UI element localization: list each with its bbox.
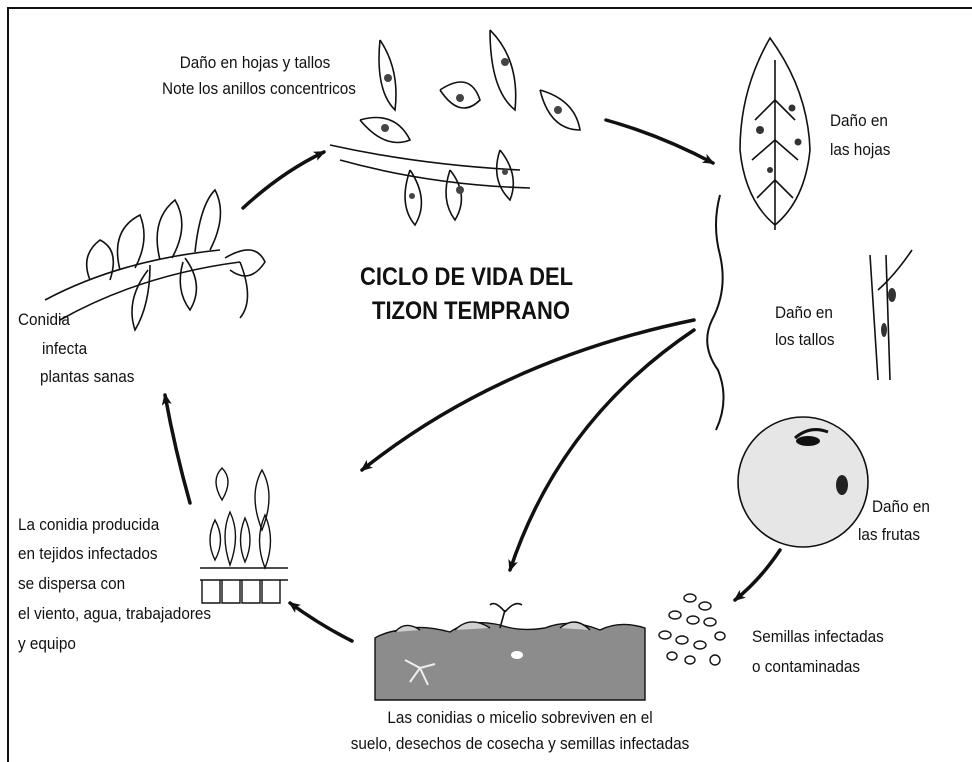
stem-damage-label-line2: los tallos [775,330,835,349]
infection-label-line1: Conidia [18,310,70,329]
leaf-stem-damage-label-line2: Note los anillos concentricos [162,79,356,98]
leaf-damage-label-line1: Daño en [830,111,888,130]
infection-label-line3: plantas sanas [40,367,135,386]
survival-label-line1: Las conidias o micelio sobreviven en el [387,708,653,727]
stem-lesion-2 [888,288,896,302]
dispersal-label-line3: se dispersa con [18,574,126,593]
arrow-dispersal-to-infection [161,393,192,505]
leaf-lesions [756,104,802,173]
conidia-drawing [200,467,288,604]
arrow-soil-to-dispersal [288,601,354,643]
arrow-foliage-to-leaf [604,118,715,165]
leaf-stem-damage-label-line1: Daño en hojas y tallos [179,53,331,72]
dispersal-label-line5: y equipo [18,634,76,653]
survival-label-line2: suelo, desechos de cosecha y semillas in… [350,734,690,753]
healthy-plant-drawing [44,188,266,332]
arrow-plant-to-dispersal [360,318,696,472]
arrow-plant-to-soil [508,328,696,572]
diseased-stem-drawing [869,249,913,381]
cycle-title-line1: CICLO DE VIDA DEL [360,263,574,291]
plant-parts-bracket [706,194,725,431]
fruit-damage-label-line2: las frutas [858,525,921,544]
dispersal-label-line1: La conidia producida [18,515,160,534]
stem-lesion [881,323,887,337]
leaf-damage-label-line2: las hojas [830,140,891,159]
diseased-leaf-drawing [739,36,811,230]
soil-drawing [374,602,646,701]
cycle-title-line2: TIZON TEMPRANO [372,297,570,325]
stem-damage-label-line1: Daño en [775,303,833,322]
arrow-fruit-to-seeds [733,548,782,602]
page-border [7,7,972,762]
infection-label-line2: infecta [42,339,88,358]
diseased-fruit [737,416,869,548]
arrow-infection-to-foliage [241,150,326,210]
foliage-lesions [381,58,562,199]
fruit-damage-label-line1: Daño en [872,497,930,516]
fruit-lesion-2 [836,475,848,495]
fruit-lesion [796,436,820,446]
dispersal-label-line4: el viento, agua, trabajadores [18,604,212,623]
dispersal-label-line2: en tejidos infectados [18,544,158,563]
seeds-drawing [658,593,726,666]
seeds-label-line1: Semillas infectadas [752,627,884,646]
diseased-foliage-drawing [329,29,581,227]
fruit-stem [794,428,829,440]
seeds-label-line2: o contaminadas [752,657,861,676]
